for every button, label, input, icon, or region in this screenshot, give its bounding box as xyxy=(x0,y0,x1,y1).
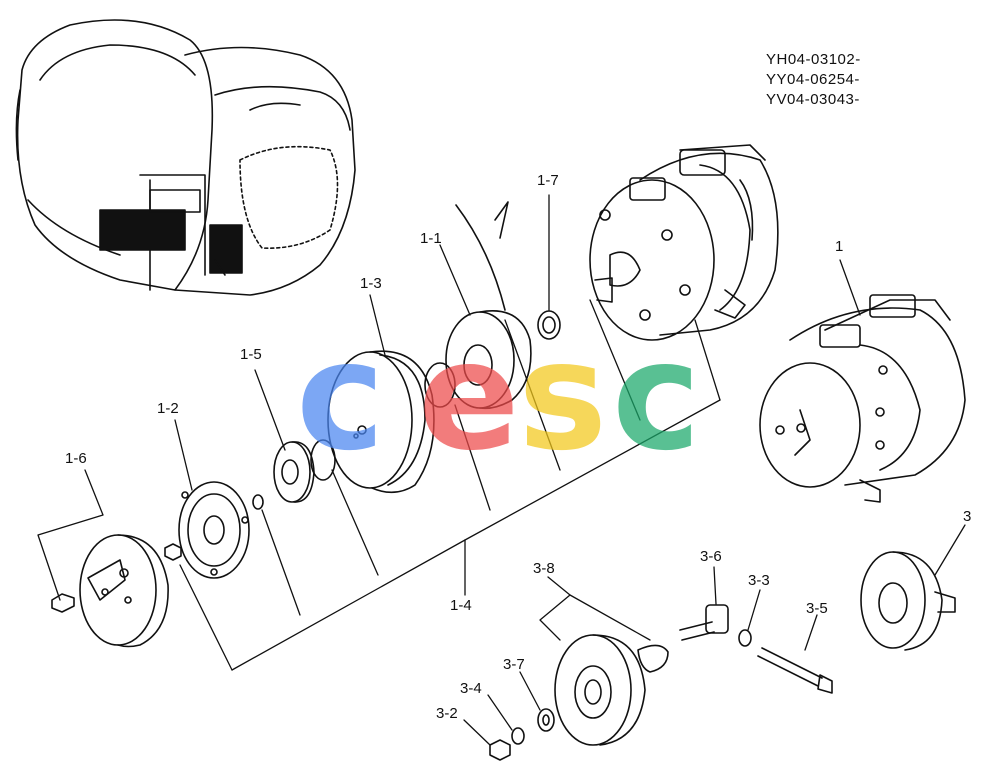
idler-pulley-part-3-8-drawing xyxy=(554,634,669,746)
label-part-3-2: 3-2 xyxy=(436,705,458,722)
watermark-letter-c2: c xyxy=(612,310,701,484)
watermark-letter-s: s xyxy=(518,310,608,484)
label-part-1-4: 1-4 xyxy=(450,597,472,614)
label-part-1-7: 1-7 xyxy=(537,172,559,189)
bolt-drawing xyxy=(679,604,833,694)
label-part-3-6: 3-6 xyxy=(700,548,722,565)
label-part-3: 3 xyxy=(963,508,972,525)
label-part-3-3: 3-3 xyxy=(748,572,770,589)
hub-part-1-2-drawing xyxy=(164,481,250,579)
snap-ring-drawing xyxy=(310,362,456,481)
label-part-1-6: 1-6 xyxy=(65,450,87,467)
label-part-1-1: 1-1 xyxy=(420,230,442,247)
watermark-letter-e: e xyxy=(418,310,520,484)
washers-and-nut-drawing xyxy=(489,708,555,761)
label-part-3-8: 3-8 xyxy=(533,560,555,577)
label-part-1: 1 xyxy=(835,238,844,255)
machine-cab-inset xyxy=(15,19,356,296)
serial-number: YV04-03043- xyxy=(766,91,860,108)
seal-part-1-7-drawing xyxy=(537,310,561,340)
watermark-letter-c1: c xyxy=(296,310,385,484)
serial-number-block: YH04-03102- YY04-06254- YV04-03043- xyxy=(766,50,861,110)
label-part-3-7: 3-7 xyxy=(503,656,525,673)
pulley-part-1-3-drawing xyxy=(327,350,435,494)
compressor-assembly-drawing xyxy=(589,144,779,341)
label-part-1-2: 1-2 xyxy=(157,400,179,417)
label-part-1-3: 1-3 xyxy=(360,275,382,292)
label-part-3-4: 3-4 xyxy=(460,680,482,697)
shim-part-1-5-drawing xyxy=(252,441,315,510)
cover-part-1-6-drawing xyxy=(51,534,169,648)
leader-lines xyxy=(37,194,966,746)
label-part-1-5: 1-5 xyxy=(240,346,262,363)
label-part-3-5: 3-5 xyxy=(806,600,828,617)
idler-pulley-part-3-drawing xyxy=(860,551,956,651)
coil-part-1-1-drawing xyxy=(445,201,532,410)
compressor-part-1-drawing xyxy=(759,294,966,503)
serial-number: YY04-06254- xyxy=(766,71,860,88)
serial-number: YH04-03102- xyxy=(766,51,861,68)
